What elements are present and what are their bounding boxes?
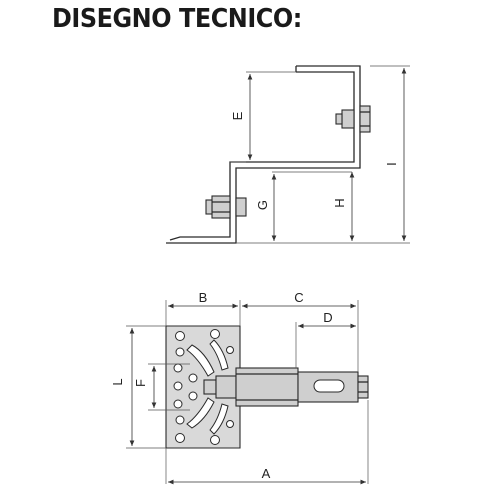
nut — [215, 375, 237, 399]
end-nut — [357, 375, 369, 399]
dim-label-h: H — [332, 198, 347, 207]
bolt-head — [203, 379, 217, 395]
dim-label-i: I — [384, 162, 399, 166]
dim-label-b: B — [199, 290, 208, 305]
slotted-arm-assembly — [203, 367, 369, 407]
top-view: B C D L F A — [110, 290, 369, 485]
lower-bolt-assembly — [205, 195, 247, 219]
side-view: E G H I — [166, 65, 410, 244]
dim-label-g: G — [255, 200, 270, 210]
bracket-profile-outer — [166, 65, 361, 244]
arm-slot — [313, 379, 345, 393]
dim-label-a: A — [262, 466, 271, 481]
upper-bolt-assembly — [335, 105, 371, 133]
dim-label-e: E — [230, 111, 245, 120]
plate-holes — [173, 329, 234, 445]
plate-slots — [186, 339, 229, 435]
dim-label-l: L — [110, 378, 125, 385]
dim-label-d: D — [323, 310, 332, 325]
dim-label-f: F — [133, 379, 148, 387]
page-title: DISEGNO TECNICO: — [52, 4, 302, 34]
dim-label-c: C — [294, 290, 303, 305]
bracket-profile-inner — [169, 71, 355, 241]
